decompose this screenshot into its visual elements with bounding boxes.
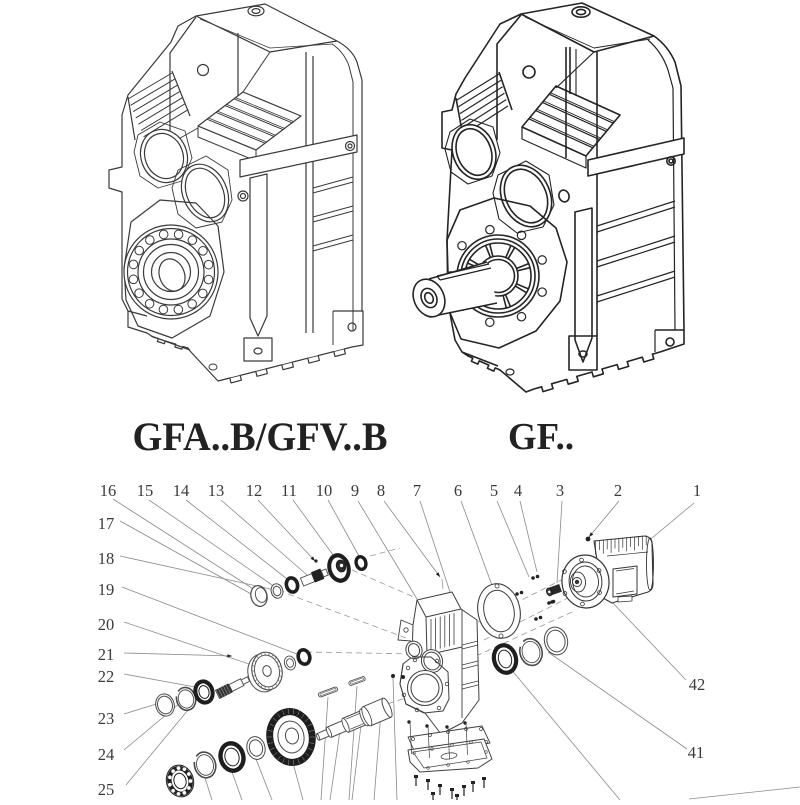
svg-text:16: 16 [100,481,117,500]
svg-text:7: 7 [413,481,421,500]
svg-text:41: 41 [688,743,705,762]
svg-text:GF..: GF.. [508,416,574,458]
svg-text:GFA..B/GFV..B: GFA..B/GFV..B [133,414,388,459]
svg-text:21: 21 [98,645,115,664]
svg-text:5: 5 [490,481,498,500]
svg-text:22: 22 [98,667,115,686]
svg-text:24: 24 [98,745,115,764]
svg-text:8: 8 [377,481,385,500]
svg-text:42: 42 [689,675,706,694]
svg-text:1: 1 [693,481,701,500]
svg-text:17: 17 [98,514,115,533]
svg-text:2: 2 [614,481,622,500]
svg-text:23: 23 [98,709,115,728]
svg-text:11: 11 [281,481,297,500]
svg-text:3: 3 [556,481,564,500]
svg-text:6: 6 [454,481,462,500]
svg-text:18: 18 [98,549,115,568]
svg-text:9: 9 [351,481,359,500]
svg-text:15: 15 [137,481,154,500]
svg-text:13: 13 [208,481,225,500]
svg-text:14: 14 [173,481,190,500]
svg-text:12: 12 [246,481,263,500]
svg-text:10: 10 [316,481,333,500]
svg-text:25: 25 [98,780,115,799]
svg-text:19: 19 [98,580,115,599]
svg-text:4: 4 [514,481,522,500]
svg-text:20: 20 [98,615,115,634]
